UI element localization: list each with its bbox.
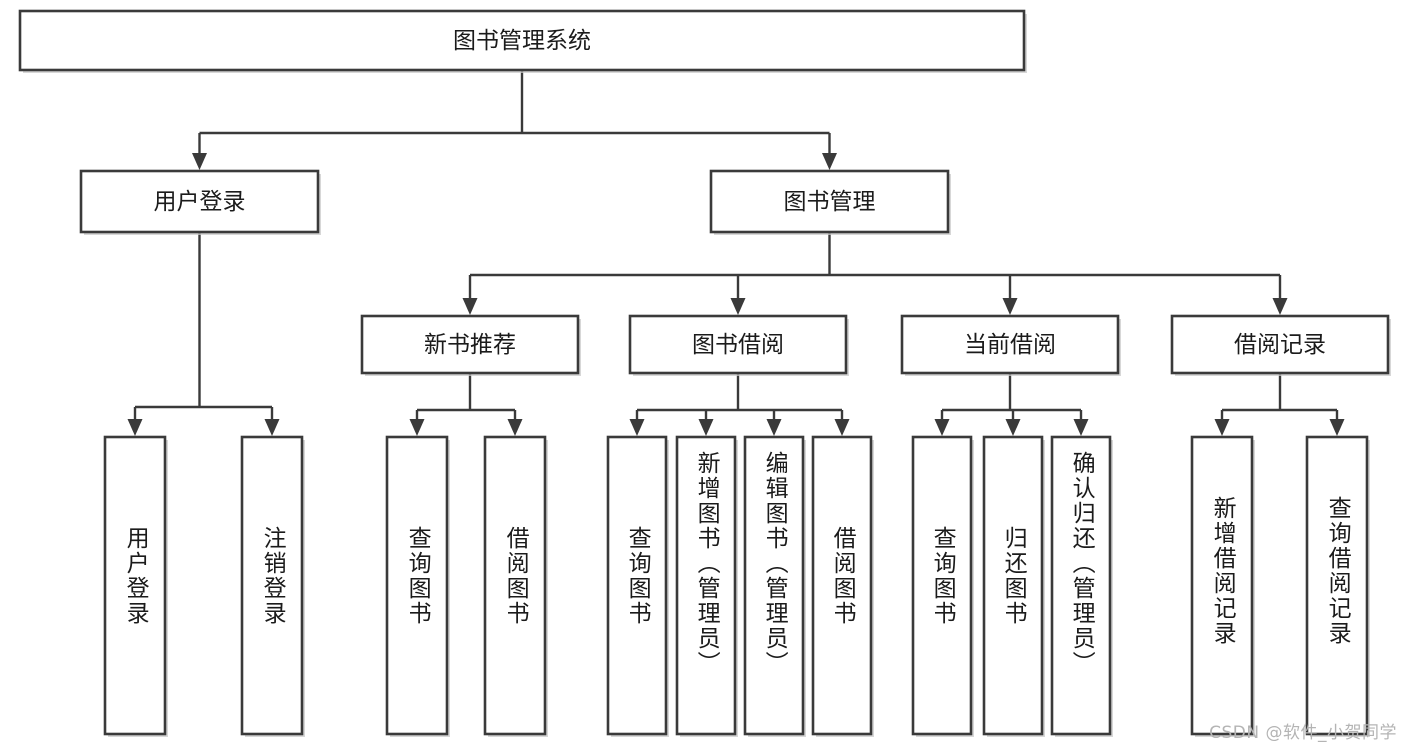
arrow-head-icon <box>822 153 837 170</box>
node-box-book-manage[interactable] <box>709 169 950 234</box>
node-box-borrow-record[interactable] <box>1170 314 1390 375</box>
arrow-head-icon <box>1329 419 1345 436</box>
node-box-user-login[interactable] <box>79 169 320 234</box>
arrow-head-icon <box>127 419 143 436</box>
arrow-head-icon <box>934 419 950 436</box>
arrow-head-icon <box>1002 298 1018 315</box>
arrow-head-icon <box>1272 298 1288 315</box>
connector-layer <box>127 70 1345 436</box>
node-box-leaf-borrow-book[interactable] <box>811 435 873 736</box>
arrow-head-icon <box>1005 419 1021 436</box>
node-box-leaf-query-record[interactable] <box>1305 435 1369 736</box>
arrow-head-icon <box>730 298 746 315</box>
node-box-layer <box>18 9 1391 737</box>
arrow-head-icon <box>507 419 523 436</box>
node-box-leaf-return-book[interactable] <box>982 435 1044 736</box>
arrow-head-icon <box>629 419 645 436</box>
node-box-leaf-borrow-book-rec[interactable] <box>483 435 547 736</box>
arrow-head-icon <box>834 419 850 436</box>
node-box-leaf-confirm-return[interactable] <box>1050 435 1112 736</box>
arrow-head-icon <box>409 419 425 436</box>
arrow-head-icon <box>1073 419 1089 436</box>
arrow-head-icon <box>1214 419 1230 436</box>
node-box-leaf-user-login[interactable] <box>103 435 167 736</box>
node-box-book-borrow[interactable] <box>628 314 848 375</box>
node-box-leaf-query-book-cur[interactable] <box>911 435 973 736</box>
node-label-user-login: 用户登录 <box>154 189 246 215</box>
arrow-head-icon <box>698 419 714 436</box>
node-box-root[interactable] <box>18 9 1026 72</box>
node-box-leaf-query-book[interactable] <box>606 435 668 736</box>
csdn-watermark: CSDN @软件_小贺同学 <box>1209 723 1397 743</box>
node-label-book-borrow: 图书借阅 <box>692 332 784 358</box>
node-box-new-book-rec[interactable] <box>360 314 580 375</box>
arrow-head-icon <box>264 419 280 436</box>
node-box-leaf-query-book-rec[interactable] <box>385 435 449 736</box>
arrow-head-icon <box>192 153 207 170</box>
node-box-current-borrow[interactable] <box>900 314 1120 375</box>
node-label-borrow-record: 借阅记录 <box>1234 332 1326 358</box>
node-box-leaf-add-record[interactable] <box>1190 435 1254 736</box>
node-label-book-manage: 图书管理 <box>784 189 876 215</box>
arrow-head-icon <box>462 298 478 315</box>
node-box-leaf-add-book[interactable] <box>675 435 737 736</box>
node-label-new-book-rec: 新书推荐 <box>424 332 516 358</box>
node-box-leaf-edit-book[interactable] <box>743 435 805 736</box>
node-label-current-borrow: 当前借阅 <box>964 332 1056 358</box>
arrow-head-icon <box>766 419 782 436</box>
node-box-leaf-user-logout[interactable] <box>240 435 304 736</box>
node-label-root: 图书管理系统 <box>453 28 591 54</box>
